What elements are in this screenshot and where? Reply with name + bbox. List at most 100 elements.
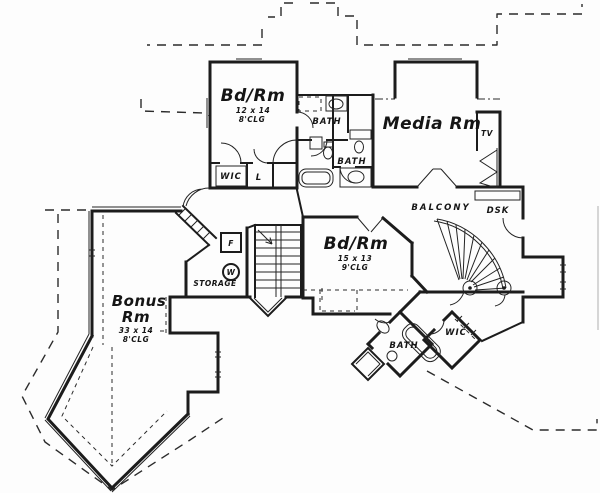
bonus-label-1: Bonus xyxy=(112,292,167,310)
bedroom1-walls xyxy=(208,60,299,190)
bonus-roof-dashes xyxy=(61,215,168,467)
tub-inner xyxy=(301,171,331,185)
media-tv-label: TV xyxy=(481,129,494,138)
bonus-dims: 33 x 14 xyxy=(119,326,153,335)
stair-treads xyxy=(255,225,301,297)
bath1-sink xyxy=(328,98,344,110)
spiral-treads xyxy=(436,218,507,291)
tub2-inner xyxy=(405,326,438,359)
roof-dash-bottomleft xyxy=(21,214,227,491)
bedroom2-walls xyxy=(301,215,430,316)
bedroom1-door-arcs xyxy=(220,139,298,164)
linen-label: L xyxy=(256,173,262,183)
furnace-box xyxy=(220,232,242,253)
bath-door-arcs xyxy=(296,111,357,184)
toilet2-bowl xyxy=(354,140,364,154)
bonus-wall-inner-lines xyxy=(44,206,191,493)
hall-diagonal xyxy=(295,188,305,219)
bay-point-outer xyxy=(248,296,288,318)
bath-divider-walls xyxy=(296,94,374,169)
bonus-window-ticks xyxy=(89,249,221,378)
stair-edges xyxy=(254,224,302,298)
bonus-room: Bonus Rm 33 x 14 8'CLG xyxy=(44,206,221,493)
shower-bump xyxy=(350,346,386,382)
bedroom1-label: Bd/Rm xyxy=(221,86,286,106)
bedroom1: Bd/Rm 12 x 14 8'CLG WIC L xyxy=(206,58,299,190)
bath3-label: BATH xyxy=(389,341,418,351)
right-wing-walls xyxy=(521,185,565,324)
roof-dash-topright xyxy=(310,2,583,46)
hatch-ticks xyxy=(178,207,211,240)
media-walls xyxy=(371,60,525,189)
media-label: Media Rm xyxy=(383,114,482,134)
media-bifold-closet xyxy=(478,148,498,189)
closet-walls xyxy=(209,162,298,189)
bath2-shelf xyxy=(309,136,323,150)
wic1-shelf-box xyxy=(215,165,247,187)
wing-connector xyxy=(397,289,423,315)
media-double-door xyxy=(416,168,458,188)
bay-window-ticks xyxy=(560,264,566,290)
bonus-ceiling: 8'CLG xyxy=(123,335,149,344)
wing-door-arcs xyxy=(374,318,445,335)
roof-dash-bottomright xyxy=(426,370,598,431)
right-diagonal-wall xyxy=(480,320,525,343)
washer-label: W xyxy=(227,268,236,277)
balcony-area: BALCONY DSK xyxy=(411,185,566,343)
balcony-label: BALCONY xyxy=(411,203,470,213)
storage-walls xyxy=(184,226,249,299)
wic2-rod-dashed xyxy=(454,318,478,342)
storage-angled-wall xyxy=(184,243,211,264)
media-room: Media Rm TV xyxy=(371,58,525,189)
hall-door-arcs xyxy=(182,187,211,208)
furnace-label: F xyxy=(228,239,234,248)
desk-label: DSK xyxy=(487,206,510,216)
bedroom2-door-leaves xyxy=(356,216,384,233)
bedroom2-dims: 15 x 13 xyxy=(338,254,372,263)
spiral-rail-tails xyxy=(449,291,506,307)
bath1-label: BATH xyxy=(312,117,341,127)
tub2-outline xyxy=(401,323,441,363)
spiral-newel-right xyxy=(496,280,512,296)
wic1-label: WIC xyxy=(220,172,242,182)
tub-outline xyxy=(298,168,334,188)
bedroom2-label: Bd/Rm xyxy=(324,234,389,254)
bonus-walls xyxy=(46,209,220,491)
roof-dash-topleft-step xyxy=(268,2,293,18)
wic2-rod-ticks xyxy=(456,315,477,336)
bedroom2: Bd/Rm 15 x 13 9'CLG xyxy=(295,188,430,316)
toilet1-bowl xyxy=(323,146,333,160)
vanity2-sink xyxy=(347,170,365,184)
washer-circle xyxy=(222,263,240,281)
vanity2 xyxy=(339,167,372,188)
bedroom2-ceiling-dashes xyxy=(303,289,408,312)
main-stair xyxy=(168,224,323,318)
bath1-vanity xyxy=(325,95,348,112)
shower-bump-inner xyxy=(355,351,381,377)
spiral-stair xyxy=(433,218,512,307)
bedroom1-windows xyxy=(206,58,262,128)
storage-area: F W STORAGE xyxy=(174,187,257,299)
tub2-group xyxy=(401,323,441,363)
roof-outline xyxy=(21,2,599,491)
hatched-wall-edges xyxy=(174,204,218,247)
roof-dash-topleft-run xyxy=(147,29,263,46)
bay-point-inner xyxy=(253,297,283,313)
bedroom1-dims: 12 x 14 xyxy=(236,106,270,115)
stair-direction-arrow xyxy=(257,229,273,245)
bonus-label-2: Rm xyxy=(122,308,150,326)
bedroom1-ceiling: 8'CLG xyxy=(239,115,265,124)
lower-bath-wing: BATH WIC xyxy=(350,289,483,382)
bath-closet-dashed xyxy=(298,96,322,112)
bath3-sink xyxy=(376,320,390,334)
desk-door-arc xyxy=(502,217,524,239)
roof-dash-left-step xyxy=(140,99,212,118)
storage-label: STORAGE xyxy=(193,279,237,288)
desk-counter xyxy=(474,190,521,201)
spiral-newel-right-dot xyxy=(502,286,506,290)
storage-top-link xyxy=(245,223,257,230)
bath-block: BATH BATH xyxy=(296,94,374,188)
bedroom2-ceiling: 9'CLG xyxy=(342,263,368,272)
